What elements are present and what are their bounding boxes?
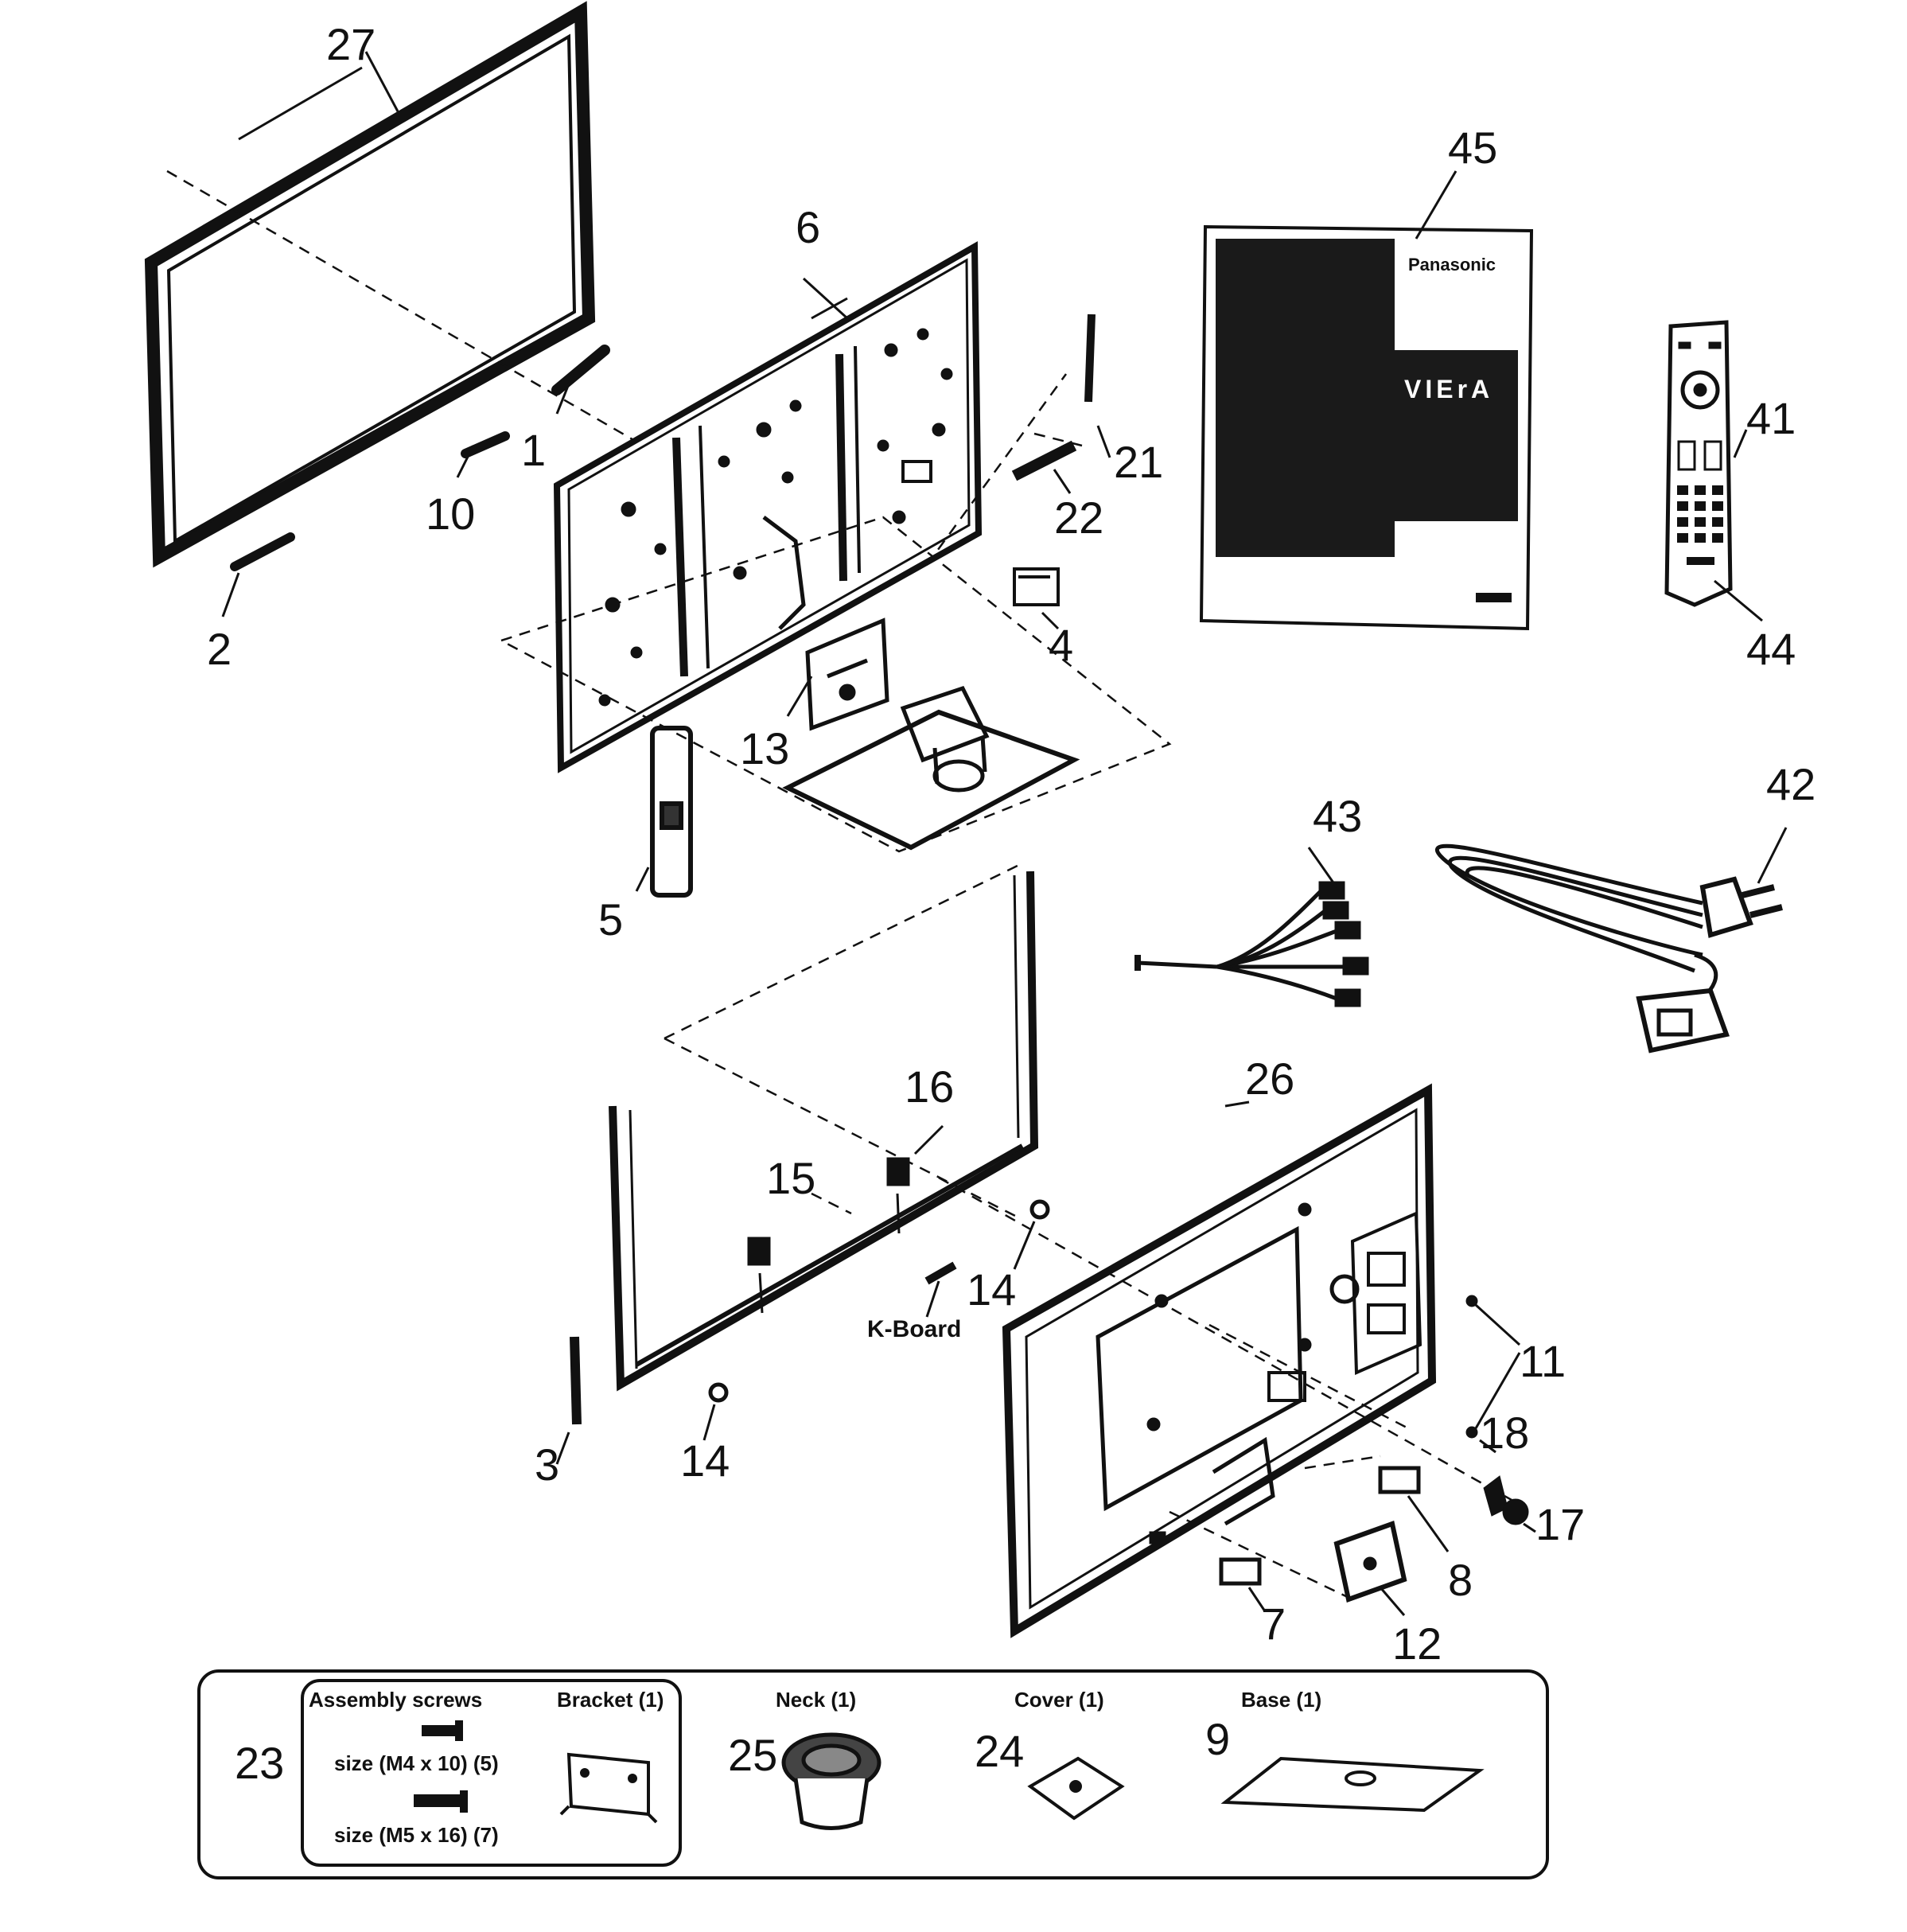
label-16: 16 [905,1061,954,1112]
label-13: 13 [740,723,789,773]
manual-brand: Panasonic [1408,255,1496,275]
bracket-plate [805,617,889,731]
label-7: 7 [1261,1599,1286,1649]
label-12: 12 [1392,1618,1442,1669]
cover-icon [1027,1756,1125,1821]
neck-title: Neck (1) [776,1688,856,1712]
label-25: 25 [728,1730,777,1780]
trim-strips [230,345,610,571]
label-5: 5 [598,894,623,945]
owners-manual [1199,224,1534,631]
label-18: 18 [1480,1408,1529,1458]
remote-control [1664,320,1733,607]
screw-m4-size: size (M4 x 10) (5) [334,1751,499,1775]
label-2: 2 [207,624,232,674]
cover-title: Cover (1) [1014,1688,1104,1712]
label-6: 6 [796,202,820,252]
label-17: 17 [1535,1499,1585,1549]
label-45: 45 [1448,123,1497,173]
k-board-label: K-Board [867,1316,961,1342]
label-24: 24 [975,1726,1024,1776]
label-43: 43 [1313,791,1362,841]
label-21: 21 [1114,437,1163,487]
label-4: 4 [1049,620,1073,670]
label-8: 8 [1448,1555,1473,1605]
screw-m5-icon [414,1790,468,1813]
screw-m5-size: size (M5 x 16) (7) [334,1823,499,1847]
screws-title: Assembly screws [309,1688,482,1712]
power-cord [1434,843,1783,1054]
label-14a: 14 [967,1264,1016,1315]
clip-part [1013,567,1060,606]
label-10: 10 [426,489,475,539]
base-icon [1220,1756,1485,1813]
label-26: 26 [1245,1054,1294,1104]
rear-fittings [1219,1295,1529,1603]
label-14b: 14 [680,1435,730,1486]
label-27: 27 [326,19,376,69]
accessory-box [197,1669,1549,1879]
label-41: 41 [1746,393,1796,443]
small-fittings [570,1157,1050,1425]
front-bezel [144,1,596,568]
rear-frame [609,871,1039,1392]
manual-product: VIErA [1404,375,1493,403]
label-23: 23 [235,1738,284,1788]
label-15: 15 [766,1153,815,1203]
label-44: 44 [1746,624,1796,674]
bracket-icon [559,1752,658,1824]
label-1: 1 [521,425,546,475]
screw-m4-icon [422,1720,463,1741]
av-adapter-cable [1134,881,1369,1007]
label-9: 9 [1205,1714,1230,1764]
label-42: 42 [1766,759,1816,809]
neck-icon [781,1732,882,1830]
stand-neck-plate [650,726,693,898]
label-22: 22 [1054,493,1103,543]
stand-assembly [782,685,1080,851]
base-title: Base (1) [1241,1688,1321,1712]
label-11: 11 [1520,1336,1566,1386]
rear-cabinet [1002,1083,1437,1638]
bracket-title: Bracket (1) [557,1688,664,1712]
metal-chassis [553,241,983,773]
label-3: 3 [535,1439,559,1490]
